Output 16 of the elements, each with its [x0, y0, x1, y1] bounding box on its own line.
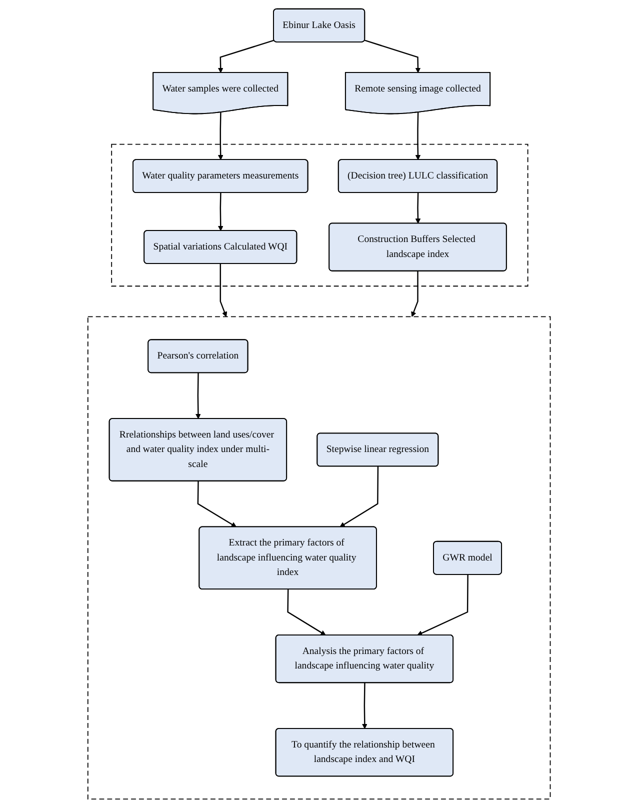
arrow	[362, 682, 368, 730]
cluster	[87, 316, 551, 800]
arrow	[415, 112, 421, 160]
arrow	[340, 466, 378, 528]
arrow	[411, 270, 418, 317]
arrow	[416, 574, 468, 636]
arrow	[218, 112, 224, 160]
arrow	[364, 40, 421, 74]
arrow	[287, 589, 326, 636]
arrow	[197, 481, 236, 528]
arrow	[220, 264, 227, 317]
cluster	[111, 144, 528, 287]
arrow	[415, 192, 421, 224]
arrow	[195, 372, 201, 420]
arrow	[218, 40, 274, 74]
arrow	[218, 192, 224, 232]
